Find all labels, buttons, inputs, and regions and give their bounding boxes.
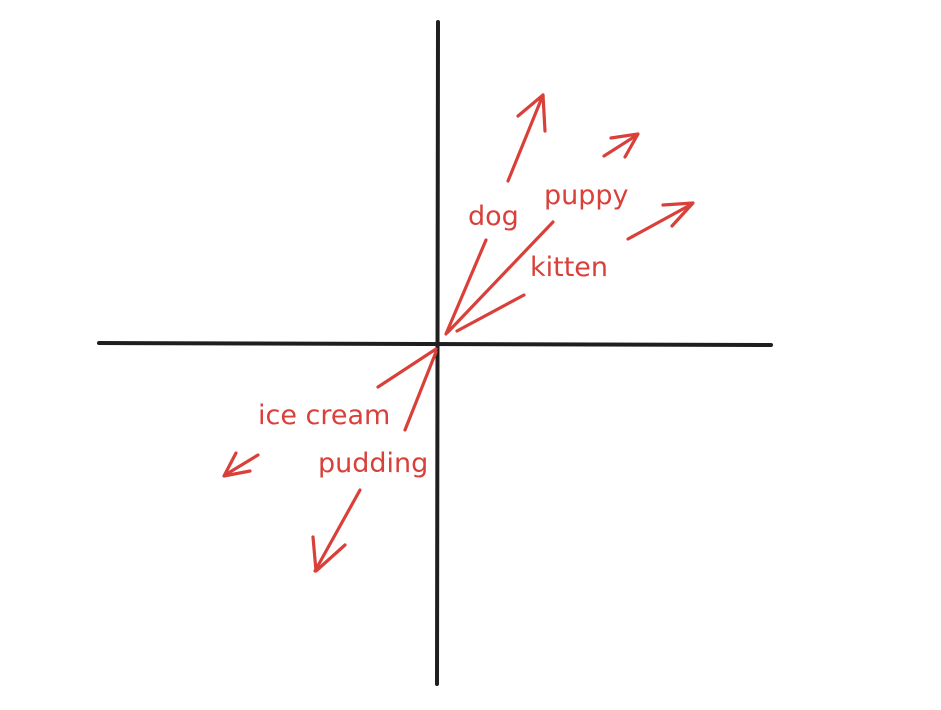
vector-puppy: puppy xyxy=(446,132,640,334)
vector-dog-shaft xyxy=(444,238,488,336)
vector-pudding-arrowhead xyxy=(311,535,347,573)
x-axis xyxy=(97,341,773,347)
vector-ice-cream-arrowhead xyxy=(222,451,252,478)
vector-kitten-label: kitten xyxy=(530,252,608,283)
vector-dog-shaft-upper xyxy=(506,93,545,183)
vector-dog: dog xyxy=(444,93,547,336)
y-axis xyxy=(435,20,440,686)
vector-dog-label: dog xyxy=(468,201,519,232)
vector-puppy-shaft xyxy=(446,220,555,334)
vector-ice-cream-shaft xyxy=(376,347,438,389)
vector-pudding-label: pudding xyxy=(318,448,428,479)
vector-pudding-shaft-lower xyxy=(313,488,362,573)
vector-kitten-arrowhead xyxy=(661,201,695,228)
vector-puppy-shaft-upper xyxy=(602,133,639,158)
vector-dog-arrowhead xyxy=(516,93,547,133)
vector-pudding-shaft xyxy=(403,350,438,432)
vector-ice-cream: ice cream xyxy=(222,347,438,478)
vector-kitten-shaft xyxy=(455,293,526,333)
vector-ice-cream-shaft-lower xyxy=(223,453,260,477)
vector-puppy-label: puppy xyxy=(544,180,629,211)
vector-ice-cream-label: ice cream xyxy=(258,400,390,431)
vector-kitten-shaft-upper xyxy=(626,202,694,241)
vector-kitten: kitten xyxy=(455,201,695,333)
vector-pudding: pudding xyxy=(311,350,438,573)
vector-puppy-arrowhead xyxy=(609,132,640,159)
